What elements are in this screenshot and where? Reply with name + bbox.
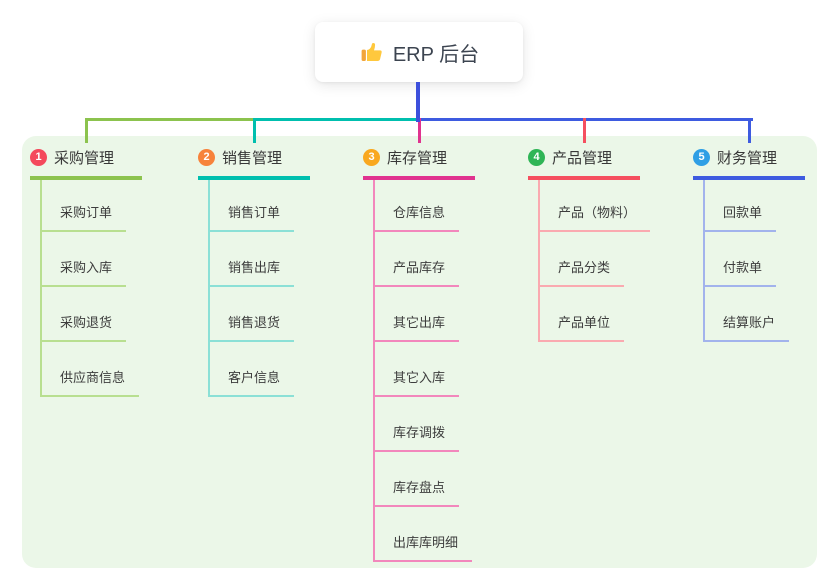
branch-number-badge: 4	[528, 149, 545, 166]
child-node[interactable]: 采购退货	[40, 313, 127, 342]
child-node[interactable]: 其它入库	[373, 368, 460, 397]
child-node[interactable]: 结算账户	[703, 313, 790, 342]
background-panel	[22, 136, 817, 568]
child-node[interactable]: 仓库信息	[373, 203, 460, 232]
child-node[interactable]: 付款单	[703, 258, 777, 287]
branch-trunk-line	[40, 180, 42, 397]
branch-column-1: 1 采购管理 采购订单采购入库采购退货供应商信息	[30, 0, 200, 588]
child-node[interactable]: 回款单	[703, 203, 777, 232]
branch-trunk-line	[703, 180, 705, 342]
branch-label: 销售管理	[222, 150, 283, 167]
branch-header[interactable]: 2 销售管理	[198, 147, 310, 180]
child-node[interactable]: 其它出库	[373, 313, 460, 342]
branch-trunk-line	[373, 180, 375, 562]
child-node[interactable]: 采购入库	[40, 258, 127, 287]
branch-number-badge: 1	[30, 149, 47, 166]
branch-header[interactable]: 4 产品管理	[528, 147, 640, 180]
child-node[interactable]: 出库库明细	[373, 533, 473, 562]
branch-column-5: 5 财务管理 回款单付款单结算账户	[693, 0, 839, 588]
child-node[interactable]: 销售退货	[208, 313, 295, 342]
child-node[interactable]: 采购订单	[40, 203, 127, 232]
branch-label: 产品管理	[552, 150, 613, 167]
child-node[interactable]: 销售出库	[208, 258, 295, 287]
child-node[interactable]: 库存盘点	[373, 478, 460, 507]
branch-label: 财务管理	[717, 150, 778, 167]
child-node[interactable]: 产品库存	[373, 258, 460, 287]
child-node[interactable]: 客户信息	[208, 368, 295, 397]
child-node[interactable]: 产品分类	[538, 258, 625, 287]
branch-column-2: 2 销售管理 销售订单销售出库销售退货客户信息	[198, 0, 368, 588]
connector-horizontal-segment	[86, 118, 254, 121]
connector-horizontal-segment	[254, 118, 419, 121]
branch-label: 采购管理	[54, 150, 115, 167]
branch-trunk-line	[208, 180, 210, 397]
branch-label: 库存管理	[387, 150, 448, 167]
thumbs-up-icon	[359, 40, 383, 64]
branch-number-badge: 3	[363, 149, 380, 166]
child-node[interactable]: 库存调拨	[373, 423, 460, 452]
connector-drop-4	[583, 118, 586, 143]
branch-trunk-line	[538, 180, 540, 342]
branch-header[interactable]: 1 采购管理	[30, 147, 142, 180]
root-node[interactable]: ERP 后台	[315, 22, 523, 82]
connector-drop-1	[85, 118, 88, 143]
connector-drop-2	[253, 118, 256, 143]
child-node[interactable]: 供应商信息	[40, 368, 140, 397]
branch-column-3: 3 库存管理 仓库信息产品库存其它出库其它入库库存调拨库存盘点出库库明细	[363, 0, 533, 588]
root-stem-line	[416, 82, 420, 122]
branch-header[interactable]: 3 库存管理	[363, 147, 475, 180]
branch-number-badge: 2	[198, 149, 215, 166]
connector-drop-3	[418, 118, 421, 143]
child-node[interactable]: 产品（物料）	[538, 203, 651, 232]
branch-number-badge: 5	[693, 149, 710, 166]
branch-column-4: 4 产品管理 产品（物料） 产品分类产品单位	[528, 0, 698, 588]
child-node[interactable]: 产品单位	[538, 313, 625, 342]
branch-header[interactable]: 5 财务管理	[693, 147, 805, 180]
connector-drop-5	[748, 118, 751, 143]
child-node[interactable]: 销售订单	[208, 203, 295, 232]
connector-horizontal-segment	[419, 118, 753, 121]
root-title: ERP 后台	[392, 43, 480, 66]
